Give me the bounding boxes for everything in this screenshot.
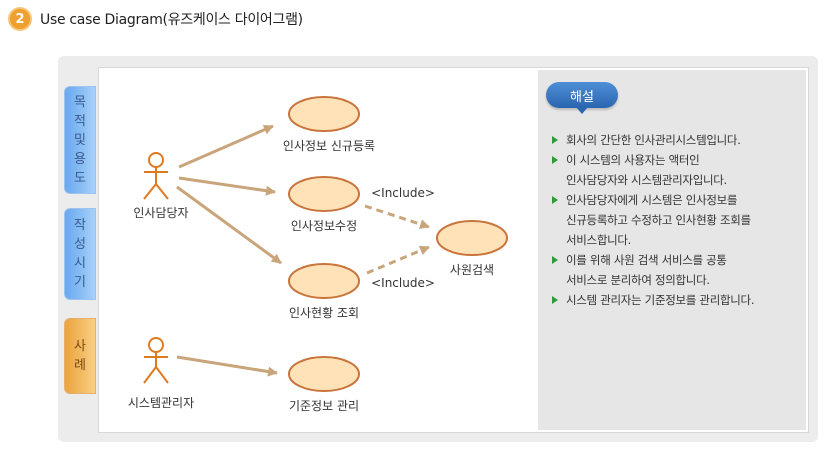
tab-char: 시 (74, 256, 86, 271)
use-case-label: 인사정보수정 (291, 219, 357, 233)
association-arrow (178, 124, 274, 169)
tab-example[interactable]: 사 례 (64, 318, 96, 394)
actor-system-admin (143, 337, 169, 384)
tab-char: 목 (74, 94, 86, 110)
list-item: 이 시스템의 사용자는 액터인 인사담당자와 시스템관리자입니다. (552, 150, 802, 190)
bullet-arrow-icon (552, 296, 558, 304)
association-arrow (176, 185, 282, 265)
bullet-arrow-icon (552, 156, 558, 164)
explanation-panel: 해설 회사의 간단한 인사관리시스템입니다. 이 시스템의 사용자는 액터인 인… (538, 70, 806, 430)
include-label: <Include> (371, 186, 435, 200)
use-case-ellipse (288, 176, 360, 212)
use-case-ellipse (436, 220, 508, 256)
list-item: 시스템 관리자는 기준정보를 관리합니다. (552, 290, 802, 310)
explanation-title: 해설 (570, 89, 594, 105)
association-arrow (176, 355, 278, 377)
bullet-arrow-icon (552, 196, 558, 204)
use-case-diagram: 인사담당자 시스템관리자 (128, 96, 508, 413)
bullet-arrow-icon (552, 136, 558, 144)
tab-purpose-usage[interactable]: 목 적 및 용 도 (64, 86, 96, 194)
use-case-ellipse (288, 263, 360, 299)
include-arrow (366, 245, 430, 275)
tab-char: 작 (74, 218, 86, 233)
use-case-label: 인사정보 신규등록 (283, 139, 375, 153)
tab-creation-timing[interactable]: 작 성 시 기 (64, 208, 96, 300)
tab-char: 및 (74, 132, 86, 148)
tab-char: 적 (74, 113, 86, 129)
explanation-list: 회사의 간단한 인사관리시스템입니다. 이 시스템의 사용자는 액터인 인사담당… (552, 130, 802, 310)
actor-label: 인사담당자 (133, 206, 188, 220)
use-case-label: 사원검색 (450, 263, 494, 277)
bullet-arrow-icon (552, 256, 558, 264)
actor-label: 시스템관리자 (128, 396, 194, 410)
tab-char: 용 (74, 151, 86, 167)
tab-char: 성 (74, 237, 86, 252)
list-item: 인사담당자에게 시스템은 인사정보를 신규등록하고 수정하고 인사현황 조회를 … (552, 190, 802, 250)
actor-hr-manager (143, 152, 169, 200)
tab-char: 도 (74, 170, 86, 186)
use-case-ellipse (288, 356, 360, 392)
tab-char: 기 (74, 275, 86, 290)
include-label: <Include> (371, 276, 435, 290)
association-arrow (178, 176, 276, 196)
use-case-ellipse (288, 96, 360, 132)
list-item: 회사의 간단한 인사관리시스템입니다. (552, 130, 802, 150)
explanation-title-badge: 해설 (546, 82, 618, 114)
use-case-label: 인사현황 조회 (289, 306, 359, 320)
step-number-badge: 2 (8, 7, 32, 31)
list-item: 이를 위해 사원 검색 서비스를 공통 서비스로 분리하여 정의합니다. (552, 250, 802, 290)
include-arrow (364, 204, 430, 229)
section-header: 2 Use case Diagram(유즈케이스 다이어그램) (8, 6, 303, 32)
use-case-label: 기준정보 관리 (289, 399, 359, 413)
section-title: Use case Diagram(유즈케이스 다이어그램) (40, 12, 303, 28)
tab-char: 사 (74, 339, 86, 354)
tab-char: 례 (74, 358, 86, 373)
